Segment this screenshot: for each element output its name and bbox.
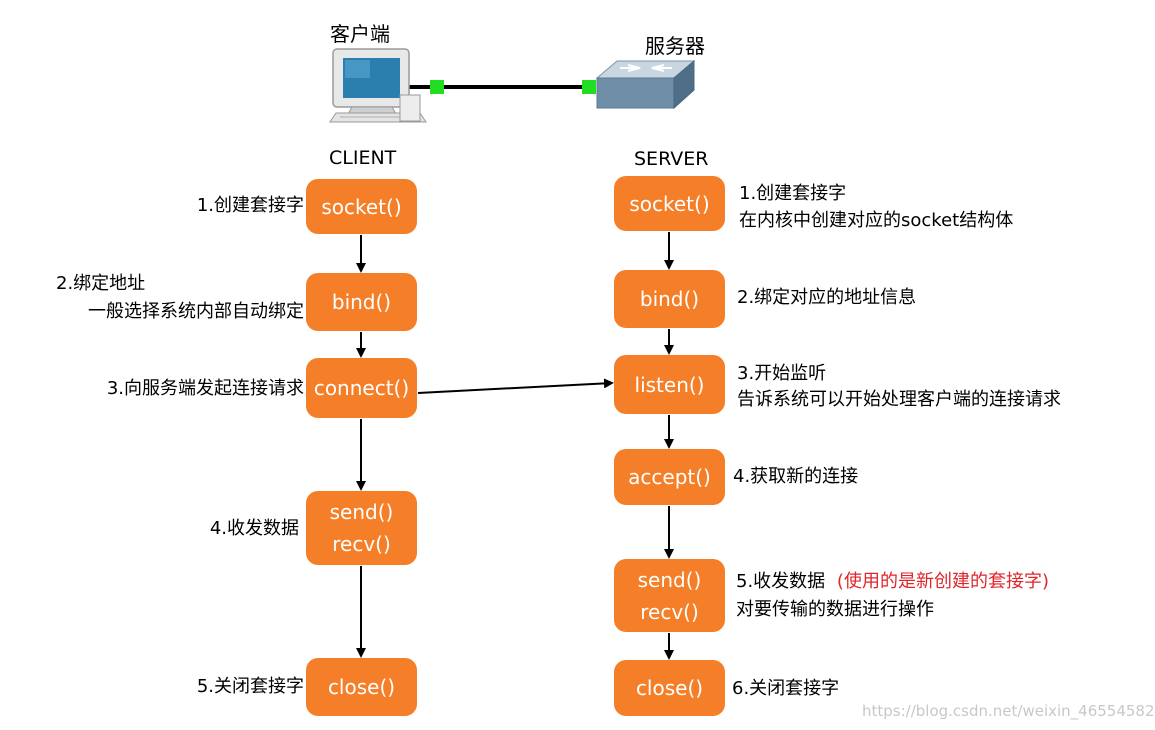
server-socket-box: socket(): [614, 176, 725, 231]
client-send-label: send(): [329, 500, 394, 524]
server-send-recv-box: send() recv(): [614, 559, 725, 632]
server-step4-label: 4.获取新的连接: [733, 466, 859, 487]
client-step5-label: 5.关闭套接字: [196, 676, 304, 697]
server-recv-label: recv(): [640, 599, 699, 624]
server-step3-label: 3.开始监听: [737, 363, 827, 384]
server-accept-label: accept(): [628, 465, 711, 489]
client-bind-label: bind(): [331, 290, 392, 314]
server-send-label: send(): [637, 567, 702, 592]
client-socket-box: socket(): [306, 179, 417, 234]
server-listen-label: listen(): [634, 372, 705, 397]
server-accept-box: accept(): [614, 449, 725, 505]
server-listen-box: listen(): [614, 355, 725, 414]
client-step3-label: 3.向服务端发起连接请求: [106, 378, 304, 399]
client-connect-label: connect(): [313, 376, 410, 400]
client-bind-box: bind(): [306, 273, 417, 331]
client-step2-note: 一般选择系统内部自动绑定: [88, 301, 304, 322]
client-close-box: close(): [306, 658, 417, 716]
client-recv-label: recv(): [332, 532, 391, 556]
server-step5-label: 5.收发数据: [736, 571, 826, 592]
server-step3-note: 告诉系统可以开始处理客户端的连接请求: [737, 389, 1061, 410]
client-connect-box: connect(): [306, 358, 417, 418]
client-title-cn: 客户端: [330, 22, 390, 46]
server-title-en: SERVER: [634, 148, 709, 170]
server-close-label: close(): [635, 676, 704, 700]
watermark: https://blog.csdn.net/weixin_46554582: [862, 702, 1155, 720]
server-bind-label: bind(): [639, 287, 700, 311]
desktop-computer-icon: [329, 48, 427, 123]
server-bind-box: bind(): [614, 270, 725, 328]
server-step6-label: 6.关闭套接字: [732, 678, 840, 699]
client-socket-label: socket(): [321, 194, 402, 219]
client-close-label: close(): [327, 675, 396, 699]
link-light-client: [430, 80, 444, 94]
server-title-cn: 服务器: [645, 34, 705, 58]
client-send-recv-box: send() recv(): [306, 491, 417, 565]
client-step1-label: 1.创建套接字: [196, 195, 304, 216]
server-step1-note: 在内核中创建对应的socket结构体: [739, 210, 1014, 231]
server-step5-red-note: (使用的是新创建的套接字): [836, 571, 1049, 592]
client-step2-label: 2.绑定地址: [56, 273, 146, 294]
server-step1-label: 1.创建套接字: [739, 183, 847, 204]
server-step5-row: 5.收发数据 (使用的是新创建的套接字): [736, 568, 1049, 596]
server-close-box: close(): [614, 660, 725, 716]
server-step5-note: 对要传输的数据进行操作: [736, 599, 934, 620]
link-light-server: [582, 80, 596, 94]
connect-to-listen-arrow: [417, 378, 614, 394]
client-title-en: CLIENT: [329, 147, 397, 169]
server-step2-label: 2.绑定对应的地址信息: [737, 287, 917, 308]
client-step4-label: 4.收发数据: [209, 518, 299, 539]
network-switch-icon: [595, 59, 696, 110]
server-socket-label: socket(): [629, 191, 710, 216]
